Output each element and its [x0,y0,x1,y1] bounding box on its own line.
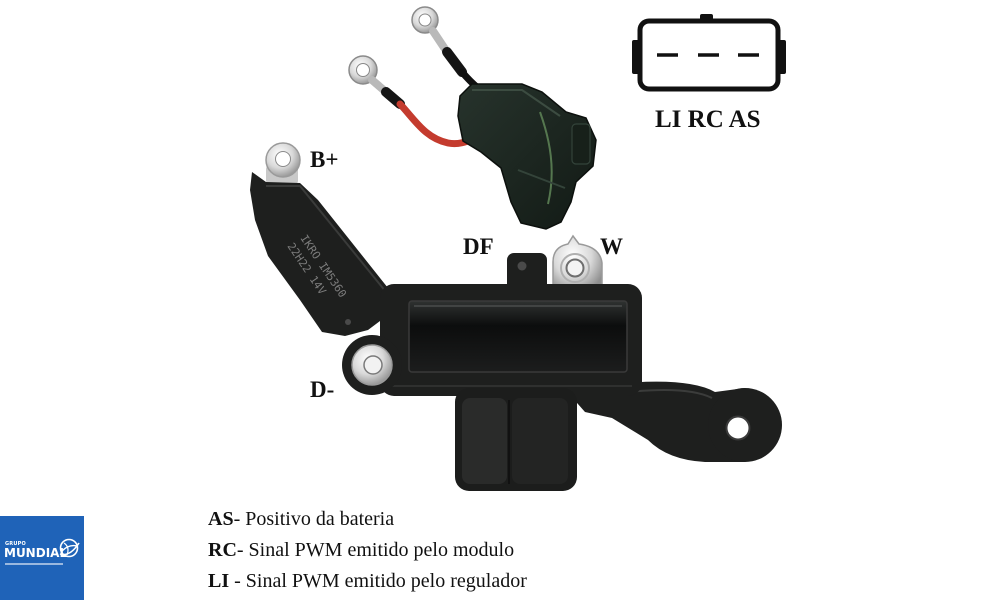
voltage-regulator: IKRO IM5360 22H22 14V [250,142,782,491]
pinout-labels: LI RC AS [655,106,761,133]
mounting-bracket [570,381,745,462]
logo-name: MUNDIAL [4,546,68,560]
legend: AS- Positivo da bateria RC- Sinal PWM em… [208,504,527,597]
plug-ridge [517,169,566,189]
legend-item-as: AS- Positivo da bateria [208,504,527,535]
b-plus-terminal-hole [275,151,291,167]
red-wire-ring-hole [356,63,370,77]
df-terminal-tab [507,253,547,291]
df-terminal-hole [517,261,527,271]
w-terminal-ring [560,253,590,283]
legend-code: RC [208,539,237,561]
b-plus-arm [250,172,398,336]
plug-connector [457,83,597,230]
legend-text: - Sinal PWM emitido pelo modulo [236,539,515,561]
heatsink-window [408,300,628,373]
legend-item-rc: RC- Sinal PWM emitido pelo modulo [208,535,527,566]
d-minus-label: D- [310,377,335,402]
plug-green-wire [539,111,553,205]
connector-pinout-diagram [632,14,786,92]
black-wire-ring-hole [418,13,432,27]
legend-text: - Positivo da bateria [233,508,395,530]
black-wire-sleeve [442,47,467,77]
globe-icon [59,538,80,558]
w-terminal-hole [565,258,585,278]
b-plus-label: B+ [310,147,339,172]
logo-top-text: GRUPO [5,541,26,547]
legend-item-li: LI - Sinal PWM emitido pelo regulador [208,566,527,597]
connector-housing-left-face [462,398,507,484]
legend-text: - Sinal PWM emitido pelo regulador [229,570,527,592]
d-minus-terminal-hole [363,355,383,375]
df-label: DF [463,234,494,259]
legend-code: LI [208,570,230,592]
connector-housing-right-face [512,398,568,484]
arm-edge-highlight [266,185,387,293]
w-label: W [600,234,623,259]
plug-with-wires [348,6,597,230]
plug-latch [571,123,591,165]
brand-logo: GRUPO MUNDIAL [0,516,84,600]
arm-rivet-hole [345,319,351,325]
legend-code: AS [208,508,234,530]
bracket-highlight [627,389,713,399]
mounting-hole [725,415,751,441]
logo-tagline [5,563,63,565]
plug-edge-highlight [472,89,561,117]
